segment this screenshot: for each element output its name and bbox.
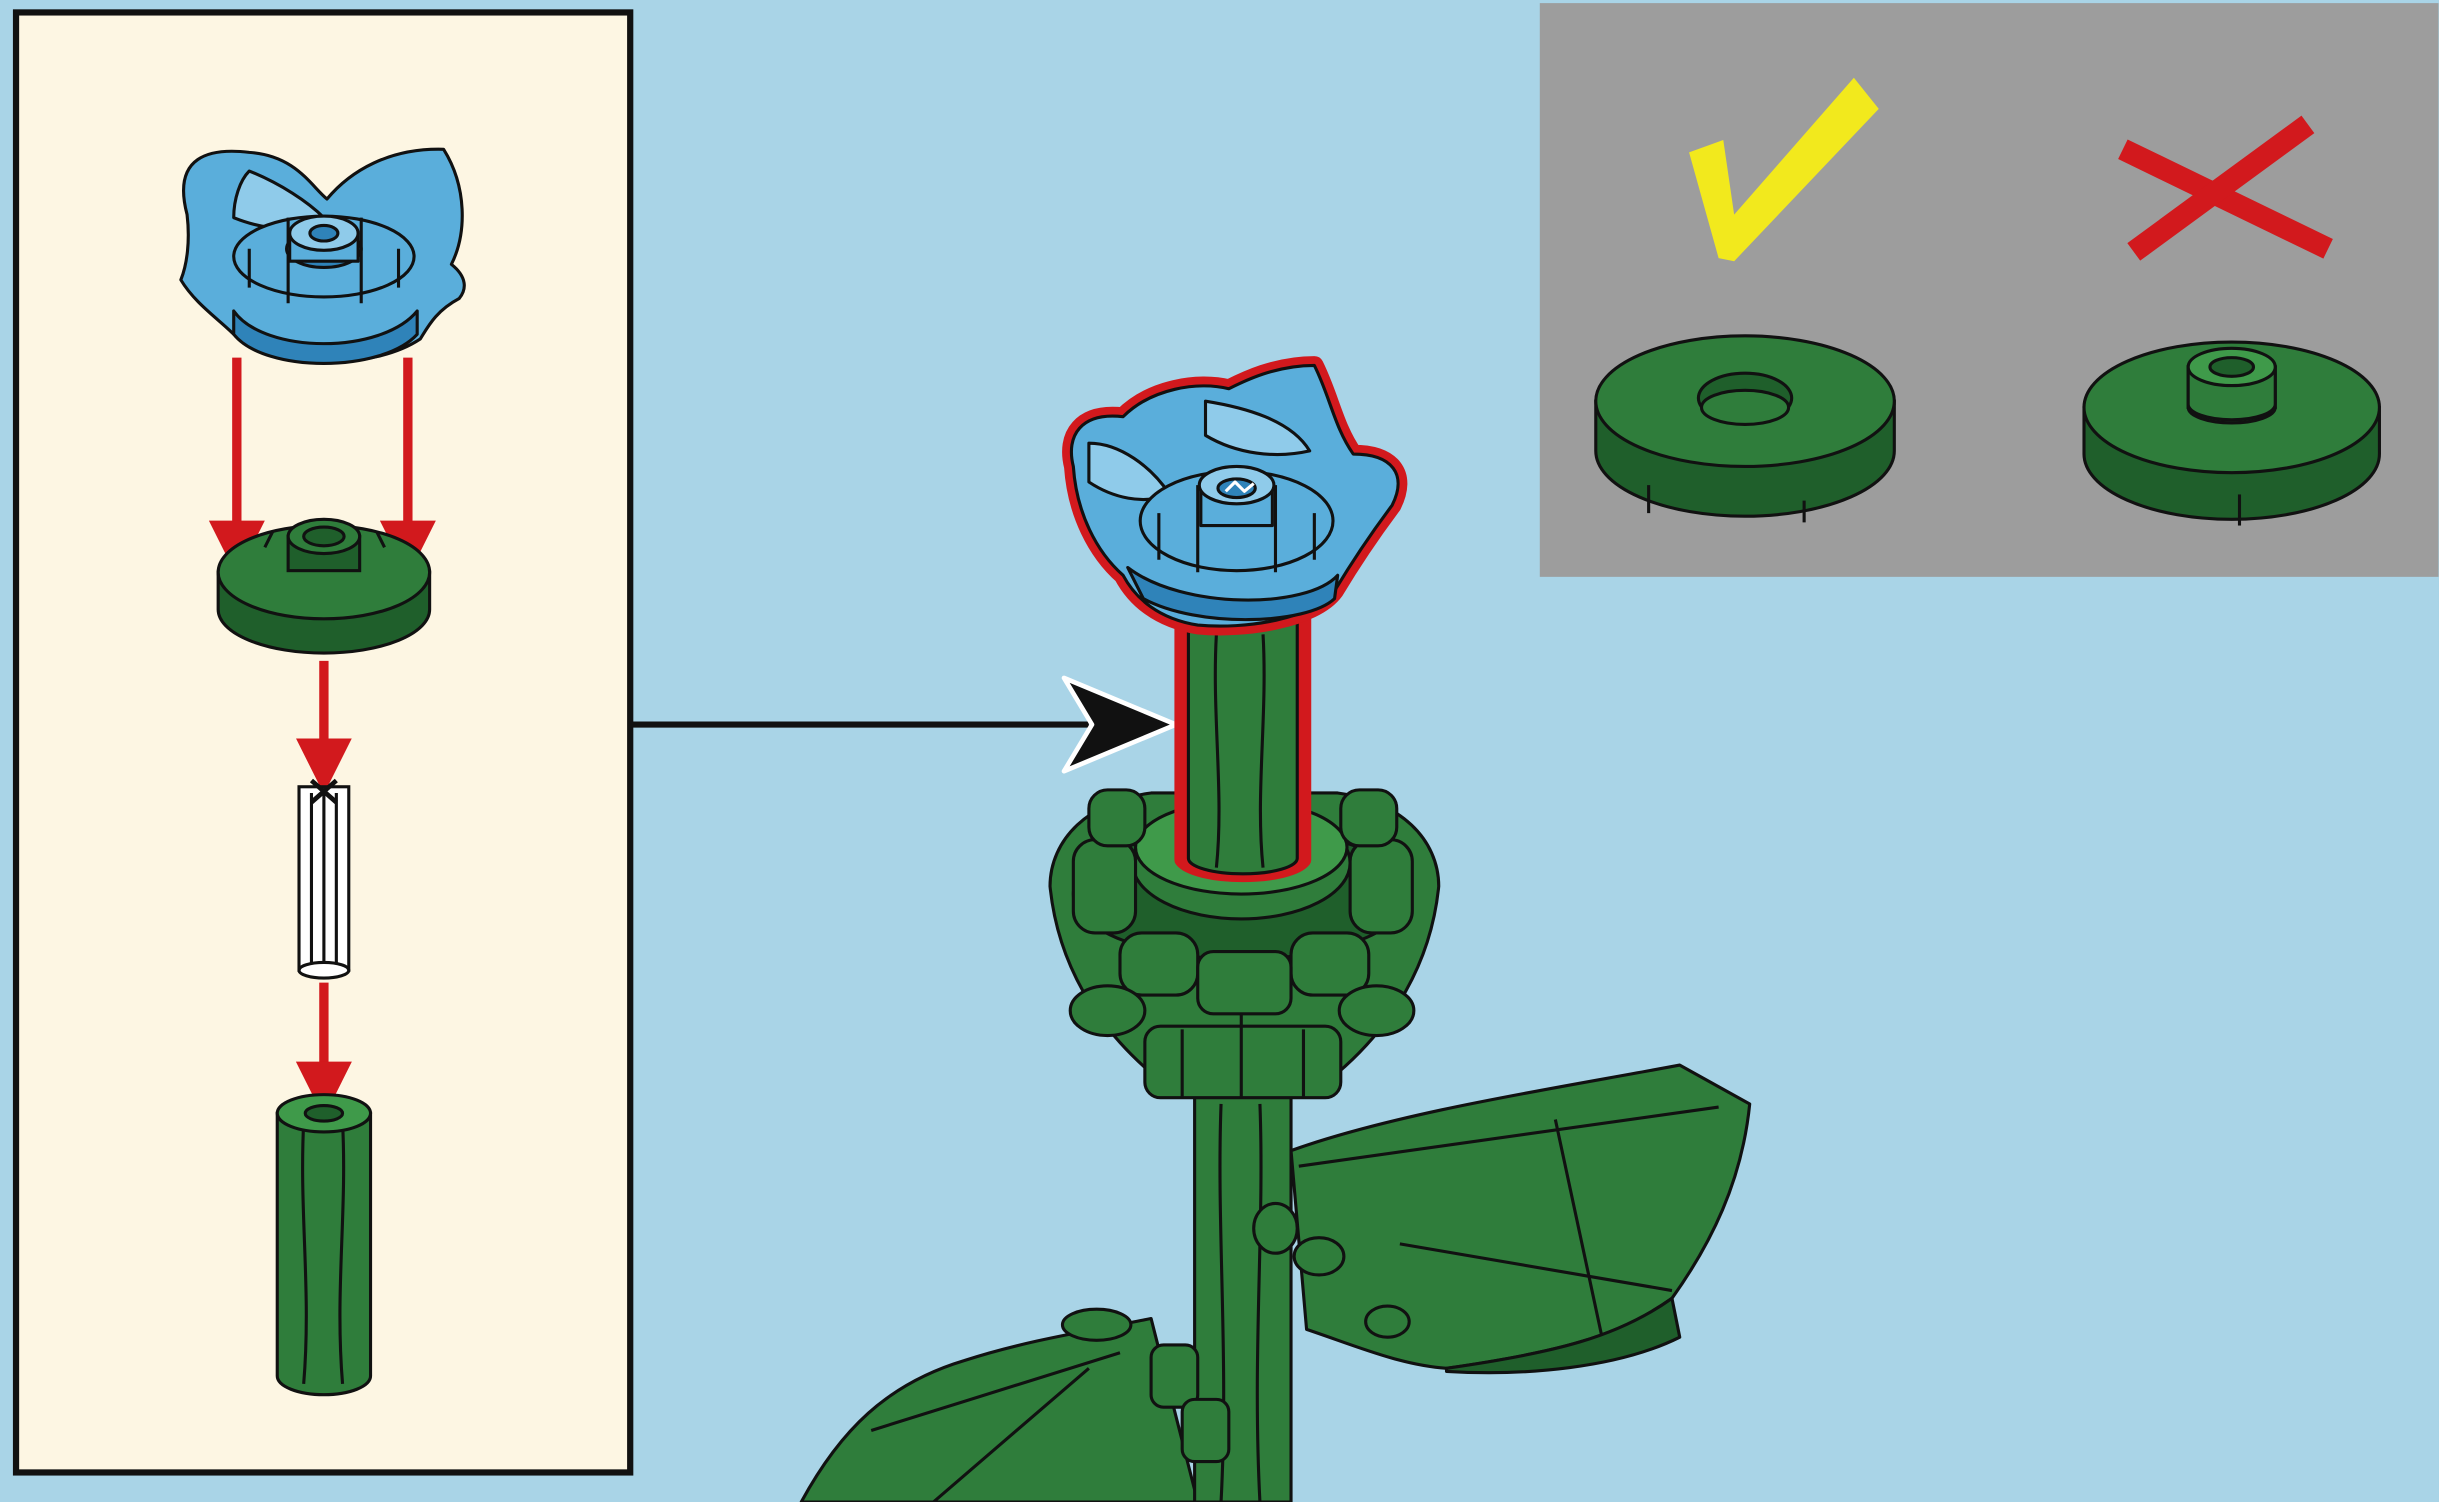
sub-assembly-panel <box>12 9 634 1476</box>
highlighted-flower-head <box>1062 356 1408 636</box>
main-model <box>799 356 1752 1502</box>
callout-arrow-icon <box>630 675 1179 774</box>
technic-axle-part <box>297 778 351 980</box>
flower-head-part <box>179 147 466 365</box>
leaf-clips <box>1149 1201 1299 1464</box>
stem-tube-part <box>275 1093 373 1397</box>
cross-icon <box>2118 115 2333 261</box>
incorrect-tile-with-stud <box>2082 340 2381 526</box>
checkmark-icon <box>1689 77 1879 262</box>
round-tile-part <box>216 517 432 655</box>
orientation-check-panel <box>1539 3 2439 577</box>
right-leaf <box>1289 1063 1752 1375</box>
highlighted-upper-stem <box>1174 606 1312 883</box>
correct-tile-with-hole <box>1594 334 1896 523</box>
lower-leaf <box>799 1307 1200 1502</box>
